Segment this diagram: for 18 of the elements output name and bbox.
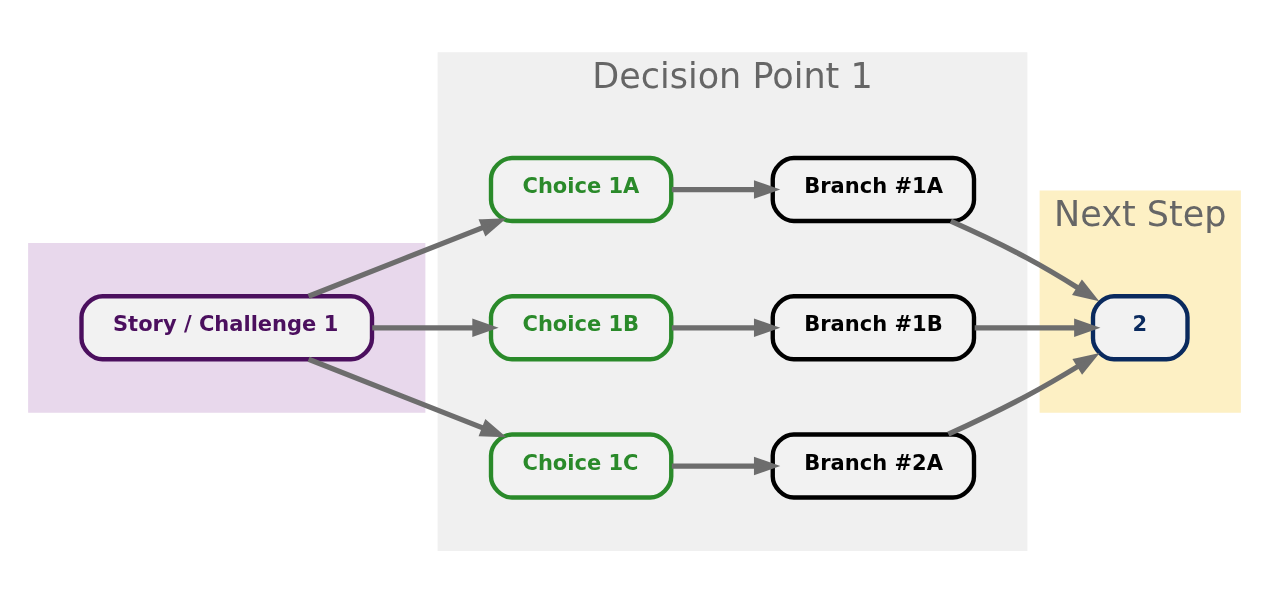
arrow: [372, 318, 499, 337]
arrow: [671, 456, 781, 476]
node-box: Branch #1B: [770, 294, 977, 362]
arrow: [307, 356, 507, 438]
arrow: [671, 318, 781, 337]
arrow: [671, 180, 781, 199]
node-box: Choice 1C: [488, 432, 674, 500]
node-box: Choice 1A: [488, 155, 674, 224]
cluster: [28, 242, 426, 413]
node-box: Branch #2A: [770, 432, 977, 500]
arrow: [974, 318, 1101, 337]
arrow: [947, 353, 1100, 437]
arrow: [949, 218, 1100, 302]
node-box: Story / Challenge 1: [79, 294, 375, 362]
node-box: 2: [1090, 294, 1190, 362]
arrow: [307, 218, 507, 299]
node-box: Branch #1A: [770, 155, 977, 224]
node-box: Choice 1B: [488, 294, 674, 362]
